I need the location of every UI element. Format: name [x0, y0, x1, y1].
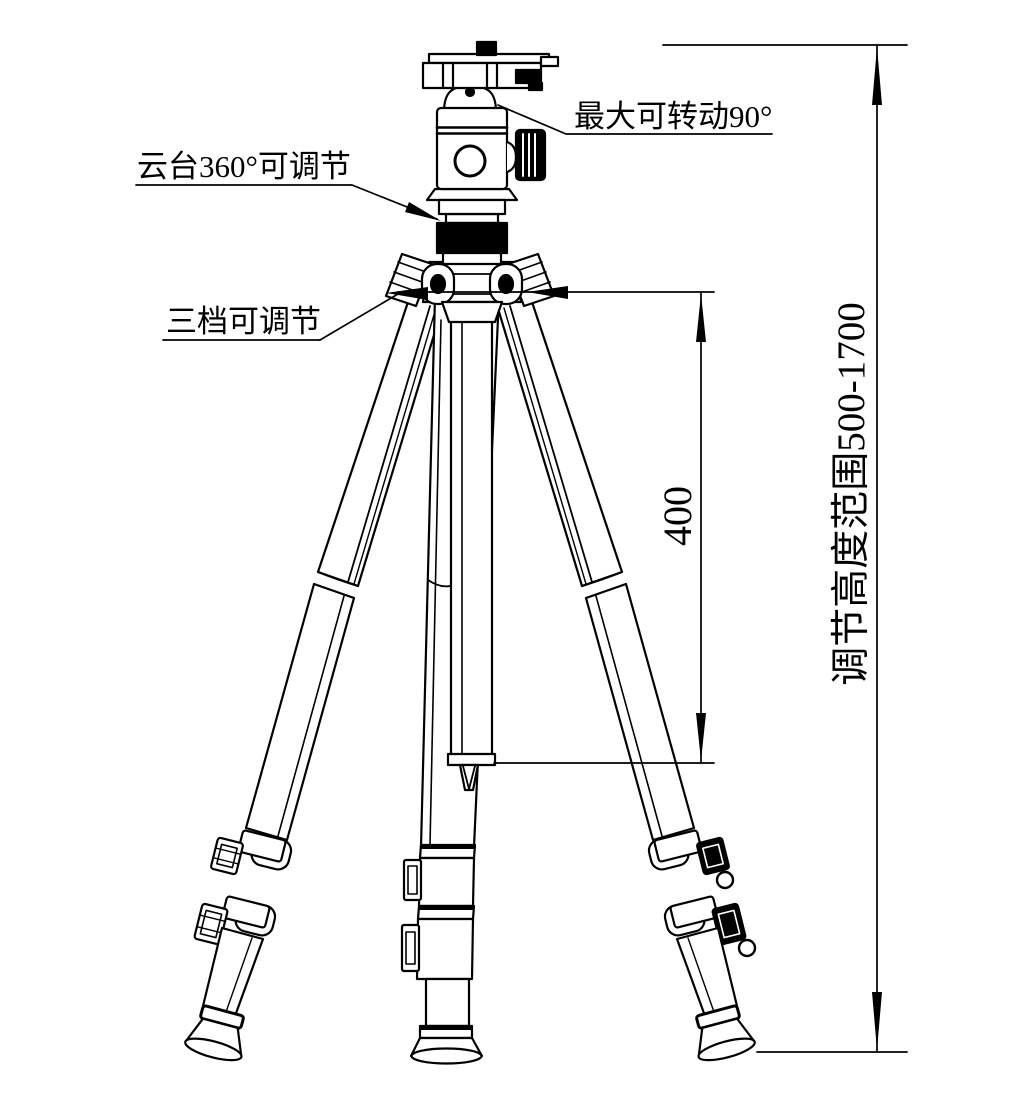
- leg-left-flip-lock-upper: [210, 829, 293, 876]
- head-porthole: [453, 144, 487, 178]
- dim-arrow-up: [696, 294, 706, 342]
- leg-pivot-right: [497, 273, 515, 295]
- pan-lock-knob: [505, 128, 547, 182]
- head-body: [435, 84, 547, 191]
- max-rotation-label: 最大可转动90°: [574, 99, 772, 134]
- height-range-dimension-text: 调节高度范围500-1700: [830, 302, 873, 686]
- leg-right-flip-lock-lower: [663, 895, 757, 958]
- leg-right-flip-lock-upper: [647, 829, 735, 890]
- leader-arrowhead: [527, 286, 568, 299]
- leg-pivot-left: [429, 273, 447, 295]
- leg-front-flip-lock-lower: [400, 923, 421, 973]
- leg-front-flip-lock-upper: [402, 858, 423, 902]
- pan-collar: [435, 212, 509, 266]
- leg-right-foot: [695, 1004, 756, 1062]
- dim-arrow-down: [696, 713, 706, 761]
- leg-angle-label: 三档可调节: [166, 304, 321, 339]
- dimension-height-range: [662, 44, 908, 1053]
- quick-release-plate: [421, 40, 560, 92]
- dim-arrow-down: [872, 992, 882, 1050]
- leader-arrowhead: [405, 202, 441, 221]
- leader-pan-adjust: [135, 184, 441, 221]
- column-hook: [458, 763, 480, 792]
- leg-front-foot: [409, 1024, 484, 1065]
- leader-arrowhead: [386, 287, 428, 300]
- center-column: [446, 290, 497, 792]
- tripod-leg-right: [494, 288, 757, 1062]
- pan-adjust-label: 云台360°可调节: [137, 149, 351, 184]
- leader-max-rotation: [497, 104, 773, 135]
- column-travel-dimension-text: 400: [655, 486, 700, 546]
- dim-arrow-up: [872, 47, 882, 105]
- head-base: [425, 187, 519, 216]
- tripod-leg-left: [184, 288, 446, 1062]
- tripod-leg-front-lower: [400, 843, 484, 1065]
- leg-left-foot: [184, 1004, 245, 1062]
- dimension-column-travel: [493, 291, 715, 764]
- plate-clamp: [539, 55, 560, 68]
- leader-leg-angle: [162, 286, 715, 341]
- leg-left-flip-lock-lower: [193, 895, 277, 946]
- column-clamp: [440, 300, 504, 324]
- camera-screw: [475, 40, 498, 57]
